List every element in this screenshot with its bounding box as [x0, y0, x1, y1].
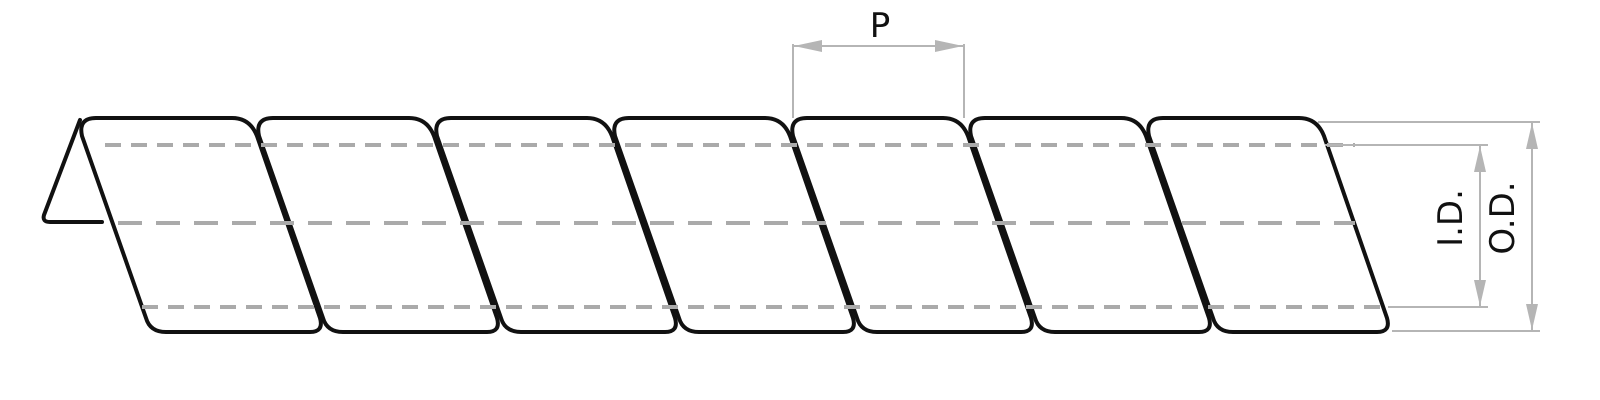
od-arrow-bottom	[1526, 304, 1538, 330]
wrap-segment-5	[790, 116, 1034, 334]
inner-diameter-dimension: I.D.	[1325, 144, 1488, 308]
od-label: O.D.	[1483, 181, 1523, 254]
pitch-label: P	[870, 6, 891, 46]
id-label: I.D.	[1431, 189, 1471, 247]
outer-diameter-dimension: O.D.	[1318, 121, 1540, 332]
pitch-dimension: P	[792, 6, 965, 118]
wrap-back-fold	[41, 118, 104, 224]
wrap-segment-2	[256, 116, 500, 334]
pitch-arrow-right	[935, 40, 963, 52]
id-arrow-bottom	[1474, 280, 1486, 306]
pitch-arrow-left	[794, 40, 822, 52]
od-arrow-top	[1526, 123, 1538, 149]
wrap-segments	[79, 116, 1390, 334]
id-arrow-top	[1474, 146, 1486, 172]
